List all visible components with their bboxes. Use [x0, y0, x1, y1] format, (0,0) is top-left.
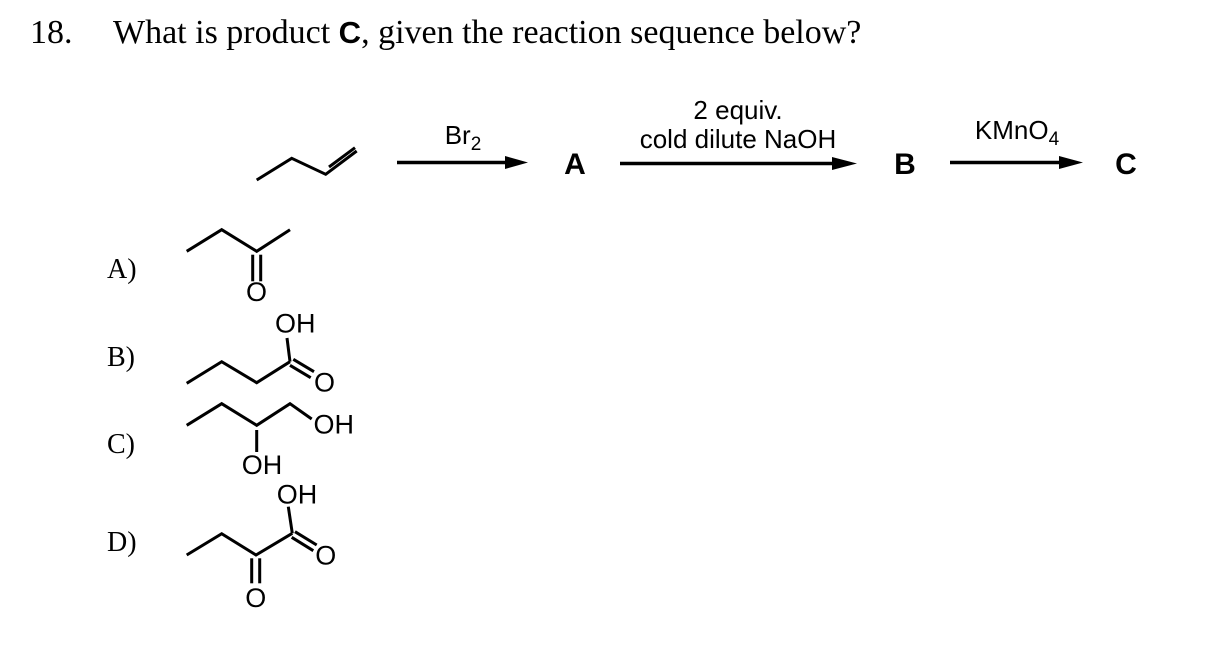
- carbon-chain-bond: [255, 149, 358, 182]
- product-c-label: C: [1115, 148, 1137, 181]
- reaction-arrow-2: [620, 157, 857, 170]
- carbonyl-double-bond: [294, 530, 318, 547]
- carbon-chain-bond: [185, 531, 294, 557]
- reagent-naoh-line1: 2 equiv.: [693, 95, 783, 125]
- arrow-head-icon: [1059, 156, 1083, 169]
- structure-butanoic-acid: OH O: [185, 309, 335, 398]
- question-text: What is product C, given the reaction se…: [113, 14, 861, 52]
- reagent-naoh-line2: cold dilute NaOH: [639, 124, 837, 154]
- double-bond-line: [328, 146, 356, 169]
- carbonyl-double-bond: [292, 358, 315, 373]
- hydroxyl-bond: [286, 506, 294, 534]
- reagent-br2-subscript: 2: [470, 134, 482, 156]
- carbon-chain-bond: [185, 401, 313, 428]
- structure-butan-2-one: O: [185, 227, 291, 307]
- option-label-c: C): [107, 429, 135, 460]
- carbon-chain-bond: [185, 359, 291, 385]
- carbonyl-double-bond: [289, 364, 312, 379]
- hydroxyl-bond: [285, 337, 292, 362]
- question-product-letter: C: [338, 15, 362, 50]
- arrow-head-icon: [832, 157, 857, 170]
- reagent-br2-label: Br2: [420, 121, 506, 159]
- question-text-before: What is product: [113, 14, 339, 51]
- reaction-arrow-3: [950, 156, 1083, 169]
- question-text-after: , given the reaction sequence below?: [361, 14, 862, 51]
- carbon-chain-bond: [185, 227, 291, 254]
- arrow-head-icon: [505, 156, 528, 169]
- hydroxyl-atom-label: OH: [242, 450, 283, 480]
- structure-2-oxobutanoic-acid: OH O O: [185, 480, 336, 613]
- reagent-br2-main: Br: [444, 120, 471, 150]
- reagent-kmno4-label: KMnO4: [948, 116, 1086, 154]
- carbonyl-double-bond: [290, 536, 315, 552]
- hydroxyl-atom-label: OH: [275, 309, 316, 339]
- option-label-a: A): [107, 254, 137, 285]
- option-label-d: D): [107, 527, 137, 558]
- product-a-label: A: [564, 148, 586, 181]
- question-number: 18.: [30, 14, 73, 51]
- oxygen-atom-label: O: [314, 368, 335, 398]
- hydroxyl-atom-label: OH: [314, 410, 355, 440]
- reagent-kmno4-subscript: 4: [1048, 129, 1060, 151]
- reagent-naoh-label: 2 equiv. cold dilute NaOH: [618, 96, 858, 154]
- structure-1-butene: [255, 146, 358, 182]
- oxygen-atom-label: O: [246, 277, 267, 307]
- oxygen-atom-label: O: [245, 583, 266, 613]
- hydroxyl-atom-label: OH: [277, 480, 318, 510]
- product-b-label: B: [894, 148, 916, 181]
- structure-butane-1-2-diol: OH OH: [185, 401, 355, 480]
- option-label-b: B): [107, 342, 135, 373]
- reagent-kmno4-main: KMnO: [974, 115, 1049, 145]
- oxygen-atom-label: O: [315, 541, 336, 571]
- reaction-arrow-1: [397, 156, 528, 169]
